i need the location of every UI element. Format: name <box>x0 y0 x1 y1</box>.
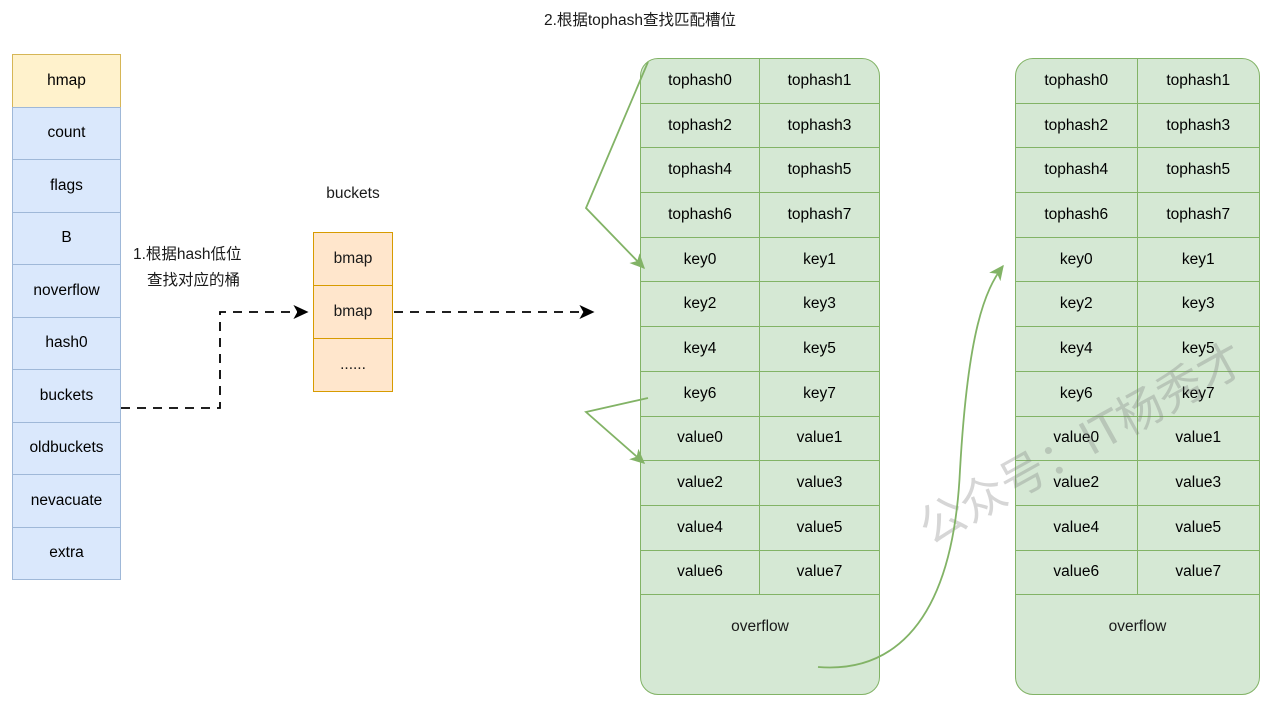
bucket1-cell-key2: key2 <box>641 282 760 327</box>
bucket-row: value4 value5 <box>1016 505 1259 551</box>
bucket-row: value2 value3 <box>1016 461 1259 506</box>
bucket1-cell-key7: key7 <box>803 384 836 402</box>
bucket1-cell-tophash7: tophash7 <box>787 205 852 223</box>
bucket-row: key0 key1 <box>1016 237 1259 283</box>
bucket2-cell-tophash3: tophash3 <box>1166 116 1231 134</box>
bucket2-cell-value4: value4 <box>1016 505 1138 550</box>
bucket2-cell-value1: value1 <box>1175 429 1222 447</box>
bucket-row: tophash0 tophash1 <box>1016 59 1259 104</box>
bucket2-cell-value5: value5 <box>1175 518 1222 536</box>
bucket-row: key4 key5 <box>641 327 879 372</box>
bucket2-cell-key6: key6 <box>1016 371 1138 416</box>
bucket-row: value6 value7 <box>1016 550 1259 596</box>
bucket1-cell-key4: key4 <box>641 327 760 371</box>
bucket2-cell-key2: key2 <box>1016 282 1138 327</box>
bucket-row: tophash4 tophash5 <box>1016 148 1259 194</box>
bucket1-cell-value2: value2 <box>641 461 760 505</box>
bucket2-cell-key0: key0 <box>1016 237 1138 282</box>
hmap-field-oldbuckets: oldbuckets <box>12 421 121 475</box>
bucket1-cell-value5: value5 <box>796 518 843 536</box>
bucket1-cell-tophash5: tophash5 <box>787 161 852 179</box>
bucket2-cell-key4: key4 <box>1016 327 1138 371</box>
green-arrow-values <box>584 397 649 464</box>
hmap-field-count: count <box>12 106 121 160</box>
hmap-field-flags: flags <box>12 159 121 213</box>
note-step1-line2: 查找对应的桶 <box>147 272 241 289</box>
buckets-cell-ellipsis: ...... <box>313 338 393 392</box>
bucket2-cell-tophash2: tophash2 <box>1016 103 1138 148</box>
dashed-arrow-buckets-to-bmap <box>121 304 309 409</box>
hmap-field-hash0: hash0 <box>12 316 121 370</box>
bucket-row: key6 key7 <box>1016 371 1259 417</box>
bucket1-cell-value3: value3 <box>796 474 843 492</box>
bucket-row: tophash0 tophash1 <box>641 59 879 104</box>
bucket2-cell-key1: key1 <box>1181 250 1215 268</box>
bucket1-cell-value7: value7 <box>796 563 843 581</box>
bucket-row: value0 value1 <box>641 416 879 462</box>
hmap-field-noverflow: noverflow <box>12 264 121 318</box>
buckets-array-label: buckets <box>326 185 380 202</box>
bucket1-cell-tophash4: tophash4 <box>641 148 760 193</box>
buckets-cell-bmap-1: bmap <box>313 285 393 339</box>
bucket2-cell-value3: value3 <box>1175 474 1222 492</box>
bucket-row: tophash6 tophash7 <box>641 193 879 238</box>
bucket1-cell-key1: key1 <box>803 250 836 268</box>
hmap-struct: hmap count flags B noverflow hash0 bucke… <box>12 54 121 580</box>
hmap-field-buckets: buckets <box>12 369 121 423</box>
bucket2-cell-value7: value7 <box>1175 563 1222 581</box>
hmap-field-nevacuate: nevacuate <box>12 474 121 528</box>
bucket1-cell-value0: value0 <box>641 416 760 461</box>
bucket2-cell-key7: key7 <box>1181 384 1215 402</box>
bmap-bucket-overflow: tophash0 tophash1 tophash2 tophash3 tophas… <box>1015 58 1260 695</box>
bucket2-cell-key3: key3 <box>1181 295 1215 313</box>
bucket-row: value6 value7 <box>641 550 879 596</box>
buckets-cell-bmap-0: bmap <box>313 232 393 286</box>
bucket1-cell-key5: key5 <box>803 339 836 357</box>
bucket2-cell-tophash0: tophash0 <box>1016 59 1138 103</box>
buckets-array: bmap bmap ...... <box>313 232 393 392</box>
bucket2-cell-tophash4: tophash4 <box>1016 148 1138 193</box>
green-arrow-keys <box>584 61 649 270</box>
bucket-row: key6 key7 <box>641 371 879 417</box>
bucket1-cell-tophash1: tophash1 <box>787 71 852 89</box>
bucket-row: value2 value3 <box>641 461 879 506</box>
bucket2-cell-tophash7: tophash7 <box>1166 205 1231 223</box>
bucket1-cell-value1: value1 <box>796 429 843 447</box>
note-step1: 1.根据hash低位 查找对应的桶 <box>133 242 313 294</box>
bucket2-overflow-row: overflow <box>1108 617 1167 635</box>
bucket-row: tophash2 tophash3 <box>641 103 879 149</box>
bucket1-cell-tophash2: tophash2 <box>641 103 760 148</box>
bucket-row: key4 key5 <box>1016 327 1259 372</box>
bucket2-cell-value0: value0 <box>1016 416 1138 461</box>
bucket1-cell-key3: key3 <box>803 295 836 313</box>
bucket-row: tophash2 tophash3 <box>1016 103 1259 149</box>
bucket1-cell-key6: key6 <box>641 371 760 416</box>
bucket1-cell-value4: value4 <box>641 505 760 550</box>
bucket-row: tophash4 tophash5 <box>641 148 879 194</box>
bucket1-overflow-row: overflow <box>731 617 789 635</box>
note-step1-line1: 1.根据hash低位 <box>133 246 242 263</box>
bucket-row: key2 key3 <box>1016 282 1259 328</box>
bucket-row: key2 key3 <box>641 282 879 328</box>
hmap-struct-header: hmap <box>12 54 121 108</box>
diagram-title-step2: 2.根据tophash查找匹配槽位 <box>543 12 737 29</box>
hmap-field-b: B <box>12 211 121 265</box>
bmap-bucket-primary: tophash0 tophash1 tophash2 tophash3 tophas… <box>640 58 880 695</box>
bucket1-cell-tophash3: tophash3 <box>787 116 852 134</box>
bucket1-cell-tophash6: tophash6 <box>641 193 760 237</box>
bucket2-cell-tophash5: tophash5 <box>1166 161 1231 179</box>
hmap-field-extra: extra <box>12 526 121 580</box>
bucket-row: tophash6 tophash7 <box>1016 193 1259 238</box>
bucket2-cell-tophash6: tophash6 <box>1016 193 1138 237</box>
bucket2-cell-value2: value2 <box>1016 461 1138 505</box>
bucket2-cell-value6: value6 <box>1016 550 1138 595</box>
bucket2-cell-tophash1: tophash1 <box>1166 71 1231 89</box>
bucket-row: key0 key1 <box>641 237 879 283</box>
bucket1-cell-value6: value6 <box>641 550 760 595</box>
bucket1-cell-key0: key0 <box>641 237 760 282</box>
bucket2-cell-key5: key5 <box>1181 339 1215 357</box>
bucket-row: value4 value5 <box>641 505 879 551</box>
bucket-row: value0 value1 <box>1016 416 1259 462</box>
bucket1-cell-tophash0: tophash0 <box>641 59 760 103</box>
